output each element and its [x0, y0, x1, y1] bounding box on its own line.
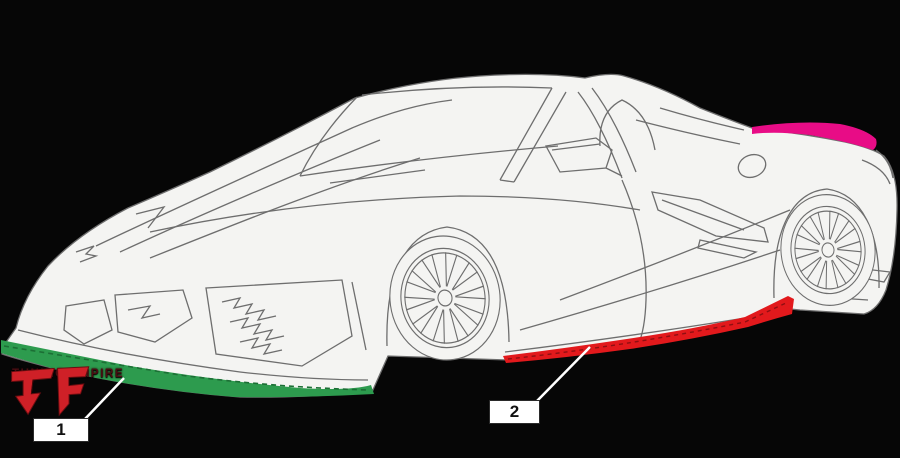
headlight — [114, 289, 193, 343]
callout-label-2: 2 — [489, 400, 540, 424]
side-mirror — [544, 137, 623, 177]
a-pillar — [499, 87, 567, 183]
side-scoop — [651, 191, 769, 243]
headrest-fairing — [599, 99, 656, 151]
leader-line-1 — [84, 377, 125, 420]
wiper-line — [329, 169, 426, 184]
callout-label-1: 1 — [33, 418, 89, 442]
fuel-door — [737, 153, 767, 179]
corvette-emblem-icon — [75, 245, 99, 263]
door-line — [621, 179, 647, 346]
brand-logo: TUNING EMPIRE — [10, 366, 180, 417]
leader-line-2 — [536, 346, 591, 402]
fender-crease — [135, 205, 166, 229]
side-skirt-seam — [507, 302, 787, 360]
car-body — [1, 73, 898, 398]
rear-spoiler-highlight — [752, 122, 877, 150]
front-wheel — [389, 235, 501, 361]
front-splitter-seam — [3, 345, 369, 391]
brand-emblem-icon — [11, 366, 90, 417]
rear-wheel — [780, 194, 876, 306]
front-grille — [205, 279, 353, 367]
